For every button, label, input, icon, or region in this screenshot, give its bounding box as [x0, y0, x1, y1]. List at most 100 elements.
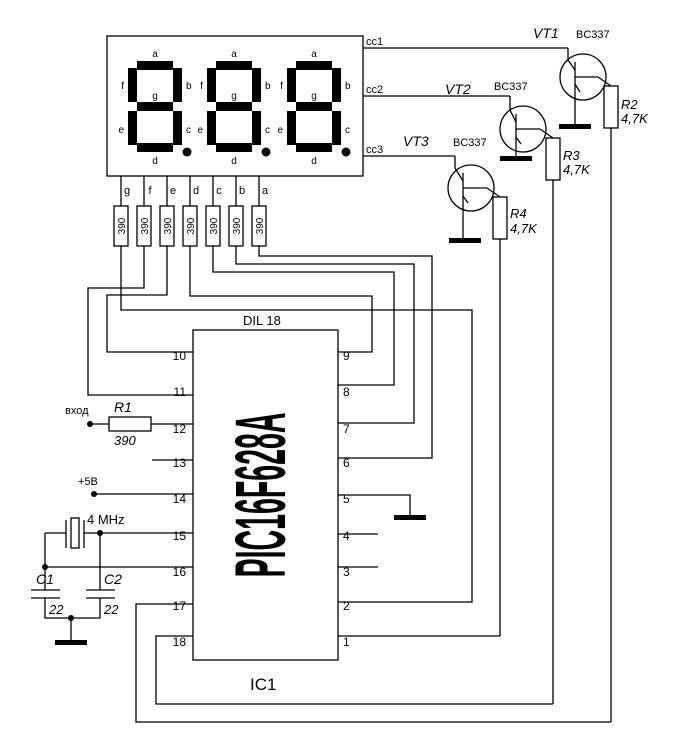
segment-b-digit3	[332, 68, 341, 102]
display-pin-label-a: a	[262, 185, 269, 197]
segment-label-f-digit2: f	[200, 81, 203, 92]
decimal-point-digit3	[341, 147, 351, 157]
display-pin-label-f: f	[148, 185, 152, 197]
segment-label-d-digit2: d	[231, 156, 237, 167]
vt1-part: BC337	[576, 29, 610, 41]
segment-g-digit3	[296, 102, 332, 111]
display-pin-label-c: c	[216, 185, 222, 197]
vt2-part: BC337	[494, 81, 528, 93]
segment-label-a-digit1: a	[152, 49, 158, 60]
display-pin-label-g: g	[124, 185, 130, 197]
segment-f-digit1	[128, 68, 137, 102]
ic-pin-9: 9	[343, 349, 350, 363]
c2-value: 22	[103, 602, 119, 617]
segment-f-digit3	[287, 68, 296, 102]
ic-package-label: DIL 18	[243, 313, 281, 328]
ic-ref-label: IC1	[250, 675, 276, 694]
ic-pin-18: 18	[173, 635, 187, 649]
segment-b-digit2	[252, 68, 261, 102]
ic-pin-16: 16	[173, 565, 187, 579]
r1-ref: R1	[114, 399, 132, 415]
r2-ref: R2	[621, 97, 638, 112]
segment-c-digit3	[332, 111, 341, 145]
segment-b-digit1	[173, 68, 182, 102]
segment-label-g-digit3: g	[311, 91, 317, 102]
segment-c-digit2	[252, 111, 261, 145]
ic-pin-8: 8	[343, 385, 350, 399]
segment-label-f-digit1: f	[121, 81, 124, 92]
cc3-label: cc3	[366, 144, 383, 156]
segment-f-digit2	[207, 68, 216, 102]
segment-resistor-value-2: 390	[140, 217, 151, 234]
segment-a-digit3	[296, 61, 332, 70]
segment-resistor-value-1: 390	[117, 217, 128, 234]
segment-a-digit1	[137, 61, 173, 70]
segment-label-d-digit3: d	[311, 156, 317, 167]
ic-pin-6: 6	[343, 456, 350, 470]
labels: cc1 cc2 cc3 VT1 BC337 VT2 BC337 VT3 BC33…	[36, 25, 649, 694]
ic-pin-2: 2	[343, 599, 350, 613]
ic-pin-1: 1	[343, 635, 350, 649]
segment-g-digit1	[137, 102, 173, 111]
crystal-label: 4 MHz	[87, 512, 125, 527]
segment-label-c-digit2: c	[265, 125, 270, 136]
segment-label-a-digit3: a	[311, 49, 317, 60]
segment-label-a-digit2: a	[231, 49, 237, 60]
segment-e-digit3	[287, 111, 296, 145]
input-label: вход	[65, 405, 89, 417]
seven-segment-digits	[128, 61, 351, 157]
ic-pin-5: 5	[343, 492, 350, 506]
segment-g-digit2	[216, 102, 252, 111]
segment-d-digit2	[216, 143, 252, 152]
r4-value: 4,7K	[510, 221, 538, 236]
r1-value: 390	[114, 433, 136, 448]
decimal-point-digit2	[261, 147, 271, 157]
ic-pin-14: 14	[173, 492, 187, 506]
segment-d-digit1	[137, 143, 173, 152]
segment-label-e-digit3: e	[277, 125, 283, 136]
ic-pin-10: 10	[173, 349, 187, 363]
c1-value: 22	[48, 602, 64, 617]
wiring	[31, 35, 619, 723]
c2-ref: C2	[104, 571, 122, 587]
ic-pin-7: 7	[343, 422, 350, 436]
ic-pin-11: 11	[174, 385, 187, 399]
display-pin-label-e: e	[170, 185, 176, 197]
vt1-ref: VT1	[533, 25, 559, 41]
segment-label-d-digit1: d	[152, 156, 158, 167]
vt3-part: BC337	[453, 137, 487, 149]
segment-e-digit1	[128, 111, 137, 145]
r2-value: 4,7K	[621, 111, 649, 126]
cc1-label: cc1	[366, 36, 383, 48]
decimal-point-digit1	[182, 147, 192, 157]
segment-label-b-digit3: b	[345, 81, 351, 92]
ic-pin-4: 4	[343, 529, 350, 543]
display-pin-label-d: d	[193, 185, 199, 197]
vt3-ref: VT3	[403, 133, 429, 149]
segment-label-b-digit2: b	[265, 81, 271, 92]
segment-label-g-digit2: g	[231, 91, 237, 102]
segment-label-g-digit1: g	[152, 91, 158, 102]
r4-ref: R4	[510, 206, 527, 221]
vt2-ref: VT2	[445, 81, 471, 97]
segment-resistor-value-3: 390	[163, 217, 174, 234]
segment-label-c-digit3: c	[345, 125, 350, 136]
segment-e-digit2	[207, 111, 216, 145]
segment-resistor-value-4: 390	[186, 217, 197, 234]
segment-resistor-value-6: 390	[232, 217, 243, 234]
segment-c-digit1	[173, 111, 182, 145]
segment-resistor-value-7: 390	[255, 217, 266, 234]
segment-label-c-digit1: c	[186, 125, 191, 136]
ic-part-label: PIC16F628A	[221, 413, 301, 578]
c1-ref: C1	[36, 571, 54, 587]
display-pin-label-b: b	[239, 185, 245, 197]
segment-resistor-value-5: 390	[209, 217, 220, 234]
segment-label-f-digit3: f	[280, 81, 283, 92]
display-body	[106, 35, 364, 177]
ic-pin-13: 13	[173, 456, 187, 470]
supply-label: +5В	[78, 476, 98, 488]
r3-value: 4,7K	[563, 162, 591, 177]
ic-pin-15: 15	[173, 529, 187, 543]
